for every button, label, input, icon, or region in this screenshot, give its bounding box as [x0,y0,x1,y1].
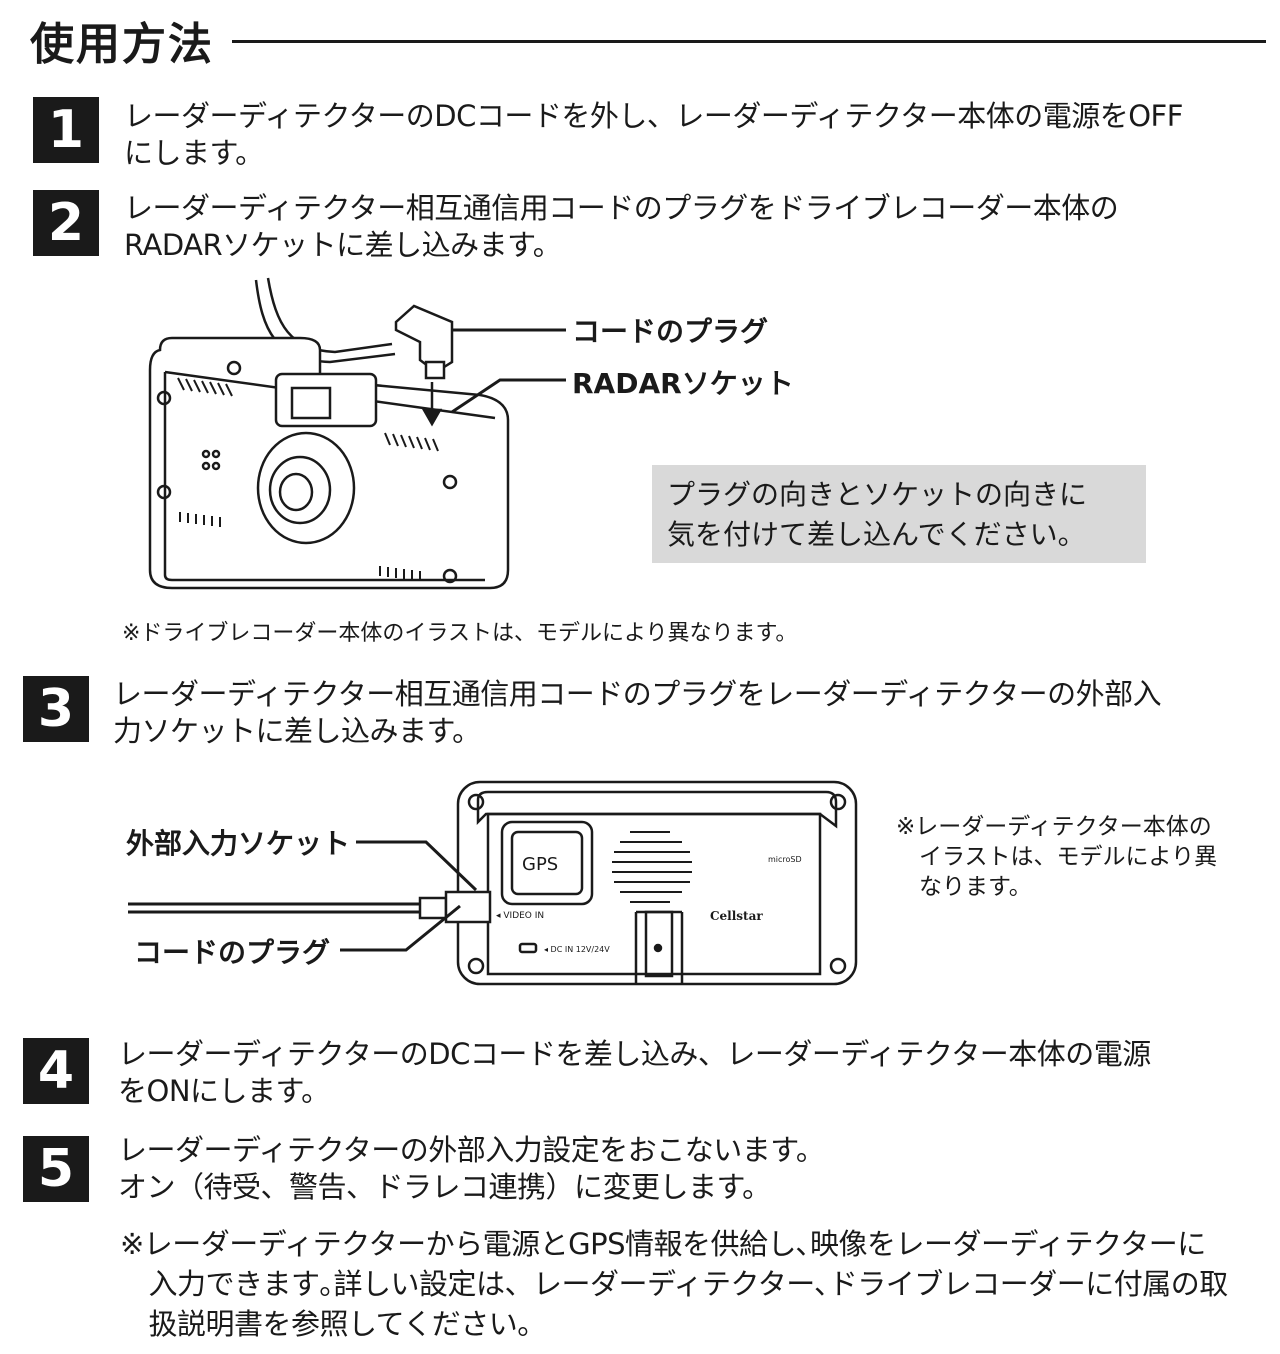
tip-box: プラグの向きとソケットの向きに 気を付けて差し込んでください。 [652,465,1146,563]
page-title: 使用方法 [30,19,214,70]
callout-plug-label: コードのプラグ [572,315,769,348]
microsd-label: microSD [768,855,802,864]
video-in-label: ◂ VIDEO IN [496,911,544,921]
figure-1-note: ※ドライブレコーダー本体のイラストは、モデルにより異なります。 [122,621,798,646]
step-2-number: 2 [33,190,99,256]
step-4-number: 4 [23,1038,89,1104]
step-2-text: レーダーディテクター相互通信用コードのプラグをドライブレコーダー本体の RADA… [124,191,1119,262]
step-3-text: レーダーディテクター相互通信用コードのプラグをレーダーディテクターの外部入 力ソ… [113,677,1162,748]
callout-radar-socket-label: RADARソケット [572,367,794,400]
step-5-number: 5 [23,1136,89,1202]
dc-in-label: ◂ DC IN 12V/24V [544,945,610,954]
gps-label: GPS [522,854,558,875]
step-3-number: 3 [23,676,89,742]
footnote: ※レーダーディテクターから電源とGPS情報を供給し､映像をレーダーディテクターに… [120,1227,1228,1341]
figure-2-note: ※レーダーディテクター本体の イラストは、モデルにより異 なります。 [896,814,1218,900]
brand-logo: Cellstar [710,909,763,923]
step-1-text: レーダーディテクターのDCコードを外し、レーダーディテクター本体の電源をOFF … [124,99,1183,170]
step-4-text: レーダーディテクターのDCコードを差し込み、レーダーディテクター本体の電源 をO… [118,1037,1151,1108]
step-5-text: レーダーディテクターの外部入力設定をおこないます。 オン（待受、警告、ドラレコ連… [118,1133,825,1204]
title-rule [232,40,1266,43]
callout-plug-label-2: コードのプラグ [134,936,331,969]
callout-external-socket-label: 外部入力ソケット [126,827,351,860]
step-1-number: 1 [33,97,99,163]
